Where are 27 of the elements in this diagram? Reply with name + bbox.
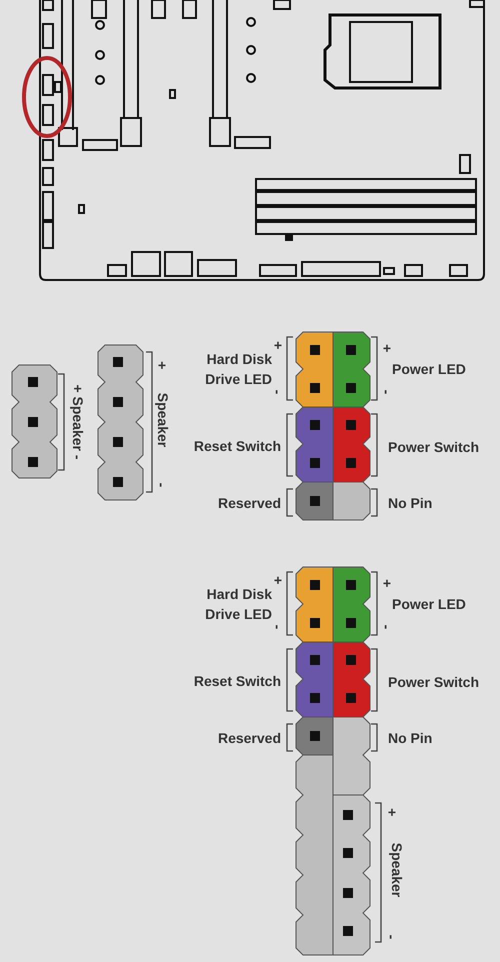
pin-label: + xyxy=(388,803,396,822)
pin-label: Power Switch xyxy=(388,438,480,457)
pin-label: - xyxy=(269,624,287,630)
pin-label: - xyxy=(269,390,287,394)
pin-label: Power LED xyxy=(392,360,466,379)
pin-label: Reserved xyxy=(218,494,281,513)
pin-label: Power LED xyxy=(392,595,466,614)
pin-label: Speaker xyxy=(388,842,406,898)
pin-label: + xyxy=(382,574,392,593)
pin-label: Reset Switch xyxy=(194,672,281,691)
pin-label: + xyxy=(382,339,392,358)
pin-label: Hard Disk Drive LED xyxy=(204,585,272,624)
pin-label: - xyxy=(378,624,396,630)
pin-label: No Pin xyxy=(388,729,432,748)
pin-label: - xyxy=(383,934,401,940)
pin-label: Power Switch xyxy=(388,673,480,692)
pin-label: No Pin xyxy=(388,494,432,513)
pin-label: - xyxy=(378,390,396,394)
pin-label: + xyxy=(274,571,282,590)
pin-label: Reserved xyxy=(218,729,281,748)
pin-label: + xyxy=(274,336,282,355)
pin-label: + xyxy=(158,356,166,375)
pin-label: Reset Switch xyxy=(194,437,281,456)
pin-label: + Speaker - xyxy=(69,384,87,460)
pin-label: Speaker xyxy=(154,392,172,448)
pin-label: Hard Disk Drive LED xyxy=(204,350,272,389)
pin-label: - xyxy=(153,482,171,488)
